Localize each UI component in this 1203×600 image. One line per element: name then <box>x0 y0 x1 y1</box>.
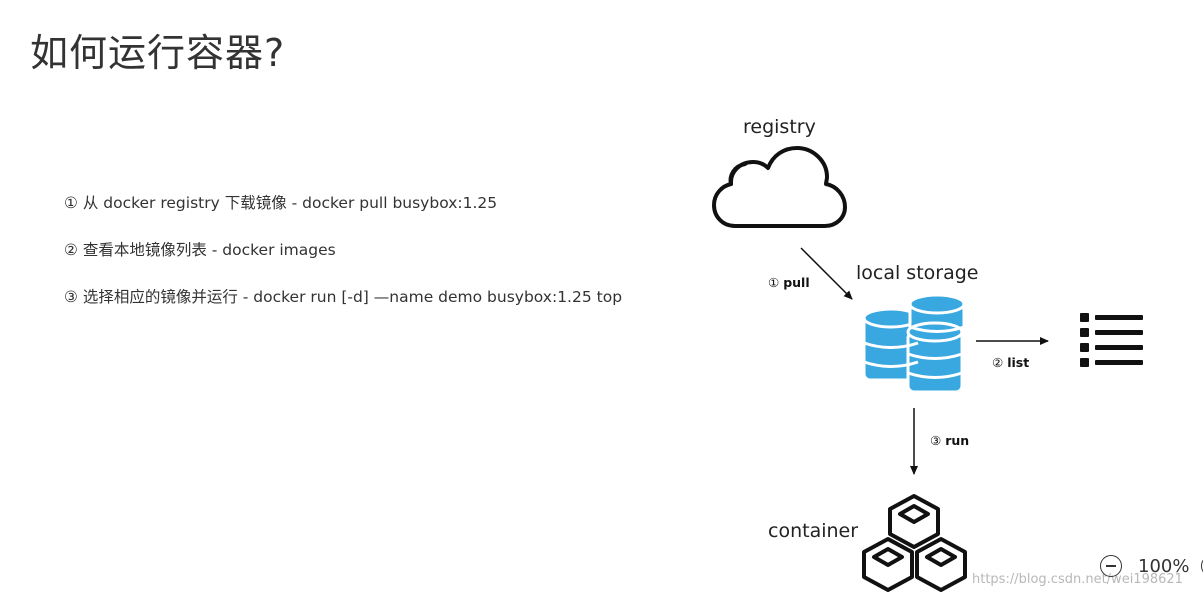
run-step-text: run <box>945 433 970 448</box>
pull-step-number: ① <box>768 275 780 290</box>
container-cubes-icon <box>862 494 967 592</box>
container-label: container <box>768 520 859 542</box>
watermark: https://blog.csdn.net/wei198621 <box>972 572 1183 587</box>
list-step-number: ② <box>992 355 1004 370</box>
run-edge-label: ③ run <box>930 433 969 448</box>
local-storage-label: local storage <box>856 262 979 284</box>
step-pull: ① 从 docker registry 下载镜像 - docker pull b… <box>64 194 498 212</box>
step-images: ② 查看本地镜像列表 - docker images <box>64 241 336 259</box>
zoom-out-icon[interactable] <box>1100 555 1122 577</box>
pull-edge-label: ① pull <box>768 275 810 290</box>
pull-step-text: pull <box>783 275 810 290</box>
step-run: ③ 选择相应的镜像并运行 - docker run [-d] —name dem… <box>64 288 623 306</box>
database-icon <box>862 293 966 394</box>
cloud-icon <box>712 146 847 228</box>
zoom-control: 100% <box>1100 551 1203 581</box>
steps-list: ① 从 docker registry 下载镜像 - docker pull b… <box>64 192 622 333</box>
zoom-level: 100% <box>1138 555 1190 577</box>
run-step-number: ③ <box>930 433 942 448</box>
list-edge-label: ② list <box>992 355 1029 370</box>
pull-arrow <box>800 247 853 300</box>
list-icon <box>1080 313 1143 367</box>
slide-title: 如何运行容器? <box>30 31 286 75</box>
registry-label: registry <box>743 116 816 138</box>
list-step-text: list <box>1007 355 1030 370</box>
